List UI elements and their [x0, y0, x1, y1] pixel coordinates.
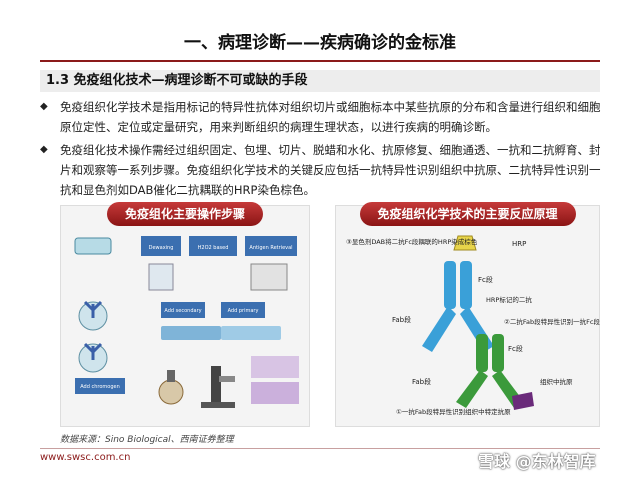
primary-antibody [456, 334, 524, 408]
ihc-principle-panel: ③显色剂DAB将二抗Fc段耦联的HRP染成棕色 HRP Fc段 HRP标记的二抗… [335, 202, 600, 427]
bullet-item: ◆ 免疫组化技术操作需经过组织固定、包埋、切片、脱蜡和水化、抗原修复、细胞通透、… [40, 140, 605, 200]
footer-url: www.swsc.com.cn [40, 452, 131, 463]
tissue-antigen [512, 392, 534, 410]
hrp-enzyme [453, 235, 477, 251]
right-panel-title: 免疫组织化学技术的主要反应原理 [359, 202, 576, 226]
left-panel-title: 免疫组化主要操作步骤 [106, 202, 264, 226]
stained-tissue-image [251, 382, 299, 404]
stained-tissue-image [251, 356, 299, 378]
step-box-chromogen [75, 378, 125, 394]
dropper-icon [158, 370, 184, 405]
footer-divider [40, 448, 600, 449]
step-label-secondary: Add secondary [164, 308, 201, 314]
tissue-icon [74, 237, 112, 255]
label-antigen: 组织中抗原 [540, 377, 573, 386]
step-label-dewaxing: Dewaxing [149, 245, 174, 251]
ihc-principle-figure: ③显色剂DAB将二抗Fc段耦联的HRP染成棕色 HRP Fc段 HRP标记的二抗… [346, 235, 600, 416]
title-divider [40, 60, 600, 62]
bullet-item: ◆ 免疫组织化学技术是指用标记的特异性抗体对组织切片或细胞标本中某些抗原的分布和… [40, 97, 605, 137]
bath-icon [250, 263, 288, 291]
tissue-icon [161, 326, 221, 340]
antibody-icon [78, 342, 108, 373]
step-label-retrieval: Antigen Retrieval [249, 245, 292, 251]
label-step1: ①一抗Fab段特异性识别组织中特定抗原 [396, 407, 511, 416]
watermark: 雪球 @东林智库 [478, 452, 596, 471]
step-box-primary [221, 302, 265, 318]
label-hrp-secondary: HRP标记的二抗 [486, 295, 532, 304]
label-fc-secondary: Fc段 [478, 275, 493, 284]
step-label-primary: Add primary [228, 308, 259, 314]
page-title: 一、病理诊断——疾病确诊的金标准 [184, 33, 456, 53]
ihc-steps-panel: Dewaxing H2O2 based Antigen Retrieval Ad… [60, 202, 310, 427]
step-box-secondary [161, 302, 205, 318]
step-box-antigen-retrieval [245, 236, 297, 256]
diamond-bullet-icon: ◆ [40, 144, 48, 155]
antibody-icon [78, 300, 108, 331]
step-label-chromogen: Add chromogen [80, 384, 120, 390]
label-step2: ②二抗Fab段特异性识别一抗Fc段 [504, 317, 600, 326]
label-fab-primary: Fab段 [412, 377, 431, 386]
bullet-text: 免疫组化技术操作需经过组织固定、包埋、切片、脱蜡和水化、抗原修复、细胞通透、一抗… [60, 143, 601, 197]
diamond-bullet-icon: ◆ [40, 101, 48, 112]
tube-icon [148, 263, 174, 291]
label-step3: ③显色剂DAB将二抗Fc段耦联的HRP染成棕色 [346, 237, 478, 246]
ihc-steps-figure: Dewaxing H2O2 based Antigen Retrieval Ad… [74, 236, 299, 408]
tissue-icon [221, 326, 281, 340]
step-label-peroxidase: H2O2 based [198, 245, 229, 251]
label-hrp: HRP [512, 240, 526, 248]
label-fc-primary: Fc段 [508, 344, 523, 353]
source-note: 数据来源：Sino Biological、西南证券整理 [60, 435, 234, 445]
bullet-text: 免疫组织化学技术是指用标记的特异性抗体对组织切片或细胞标本中某些抗原的分布和含量… [60, 100, 601, 134]
step-box-peroxidase [189, 236, 237, 256]
section-subtitle: 1.3 免疫组化技术—病理诊断不可或缺的手段 [40, 70, 600, 92]
microscope-icon [201, 366, 235, 408]
step-box-dewaxing [141, 236, 181, 256]
label-fab-secondary: Fab段 [392, 315, 411, 324]
